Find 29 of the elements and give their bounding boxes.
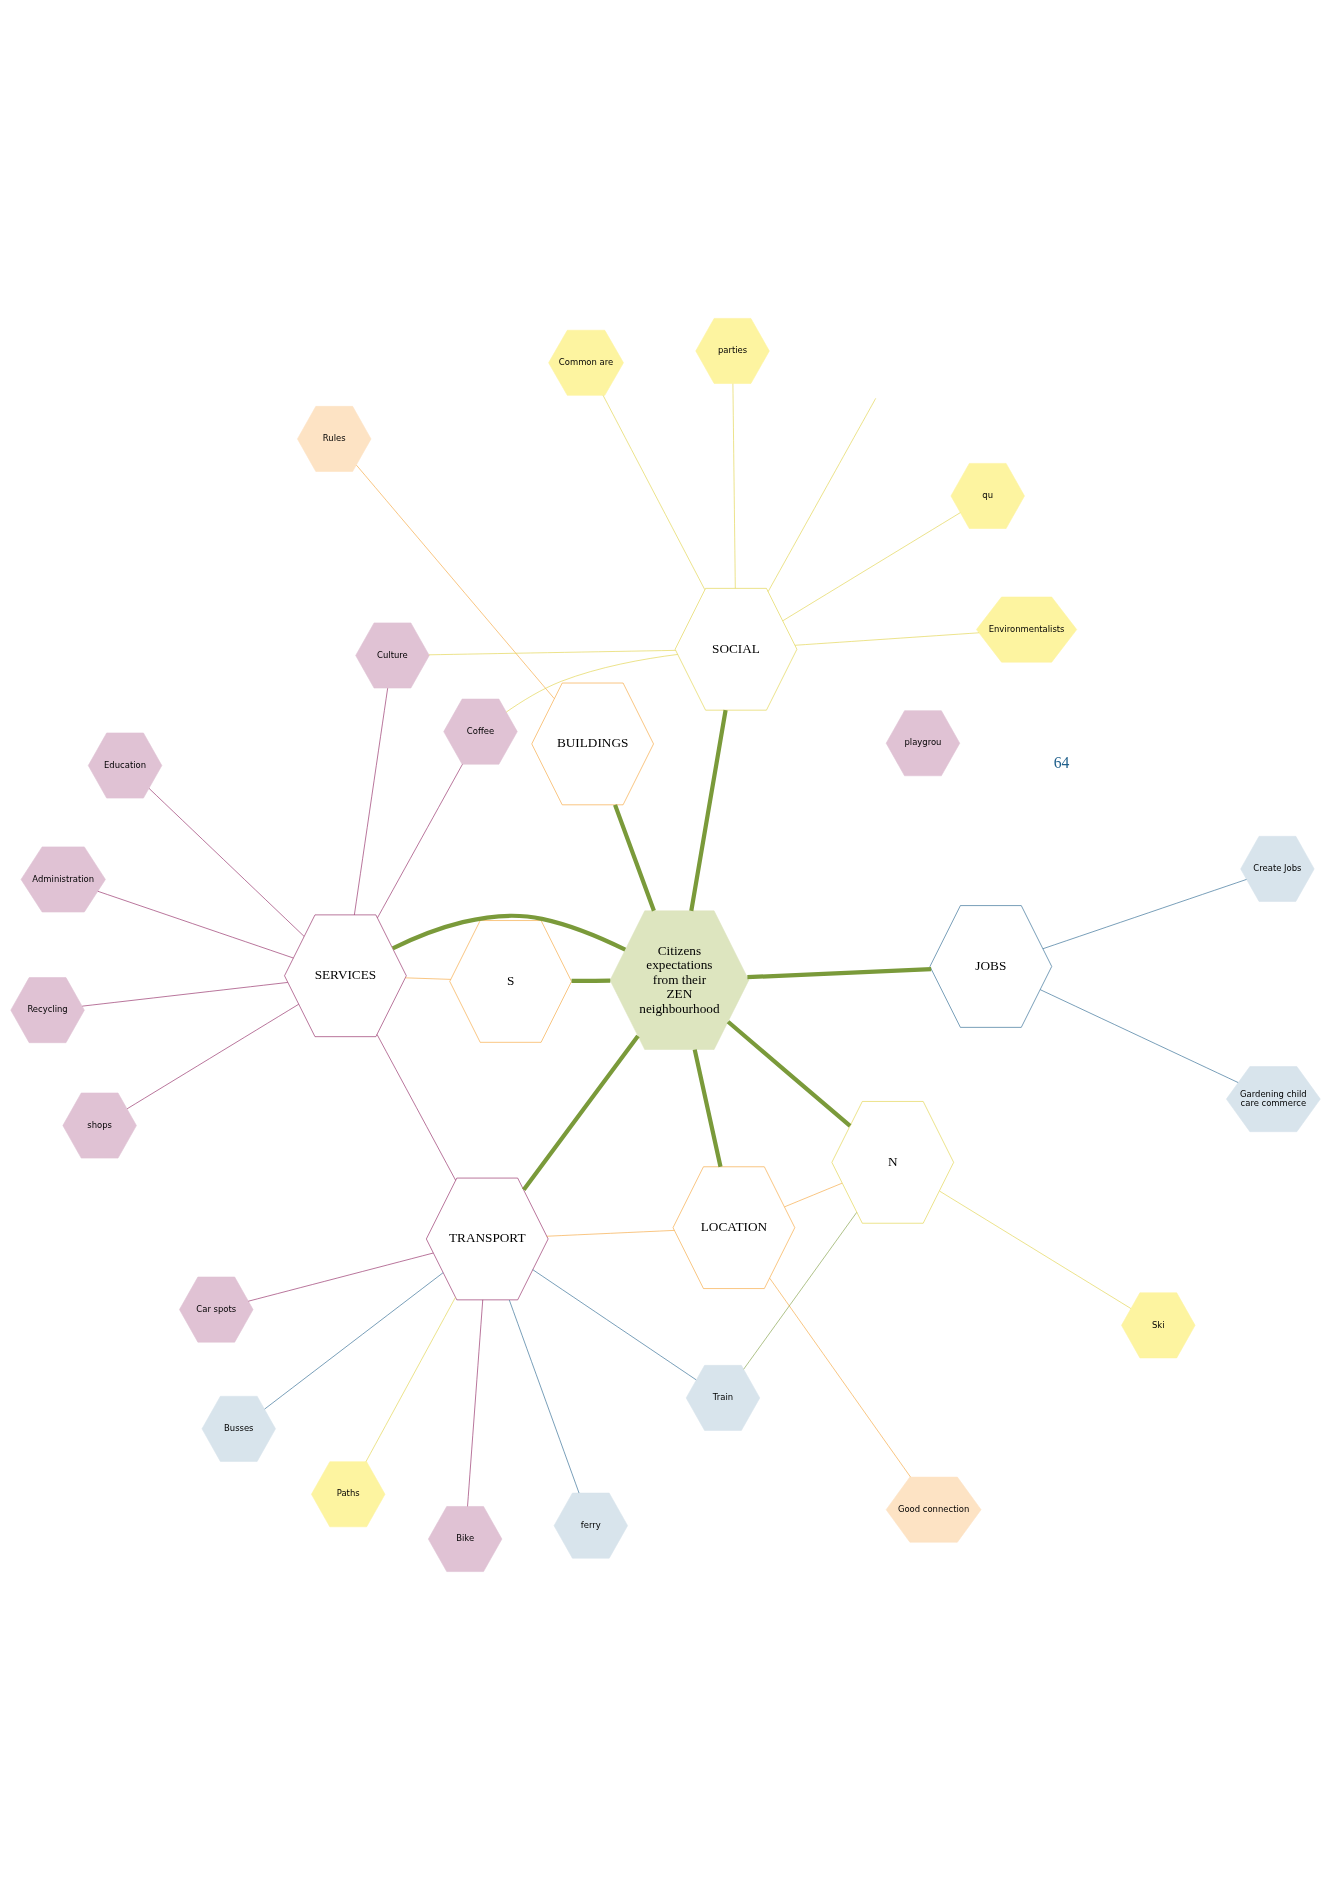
connector [732, 383, 736, 589]
connector [354, 687, 388, 916]
label: 64 [1053, 754, 1070, 772]
connector [747, 967, 932, 980]
connector [743, 1212, 857, 1370]
connector [1040, 989, 1239, 1083]
connector [571, 978, 611, 984]
connector [391, 913, 627, 952]
connector [782, 512, 961, 622]
connector [613, 804, 656, 912]
connector [405, 977, 451, 980]
connector [522, 1034, 640, 1192]
connector [692, 1049, 723, 1168]
connector [506, 654, 678, 713]
connector [82, 982, 288, 1007]
connector [1042, 879, 1247, 950]
connector [356, 464, 555, 699]
connector [689, 709, 728, 912]
connector [377, 764, 463, 919]
connector [365, 1297, 456, 1462]
connector [769, 1278, 911, 1478]
connector [794, 632, 980, 646]
connector [767, 398, 877, 592]
connector [546, 1230, 675, 1237]
connector [784, 1182, 843, 1208]
connector [726, 1020, 852, 1128]
connector [602, 395, 706, 590]
connector [939, 1190, 1132, 1309]
connector [428, 650, 676, 656]
